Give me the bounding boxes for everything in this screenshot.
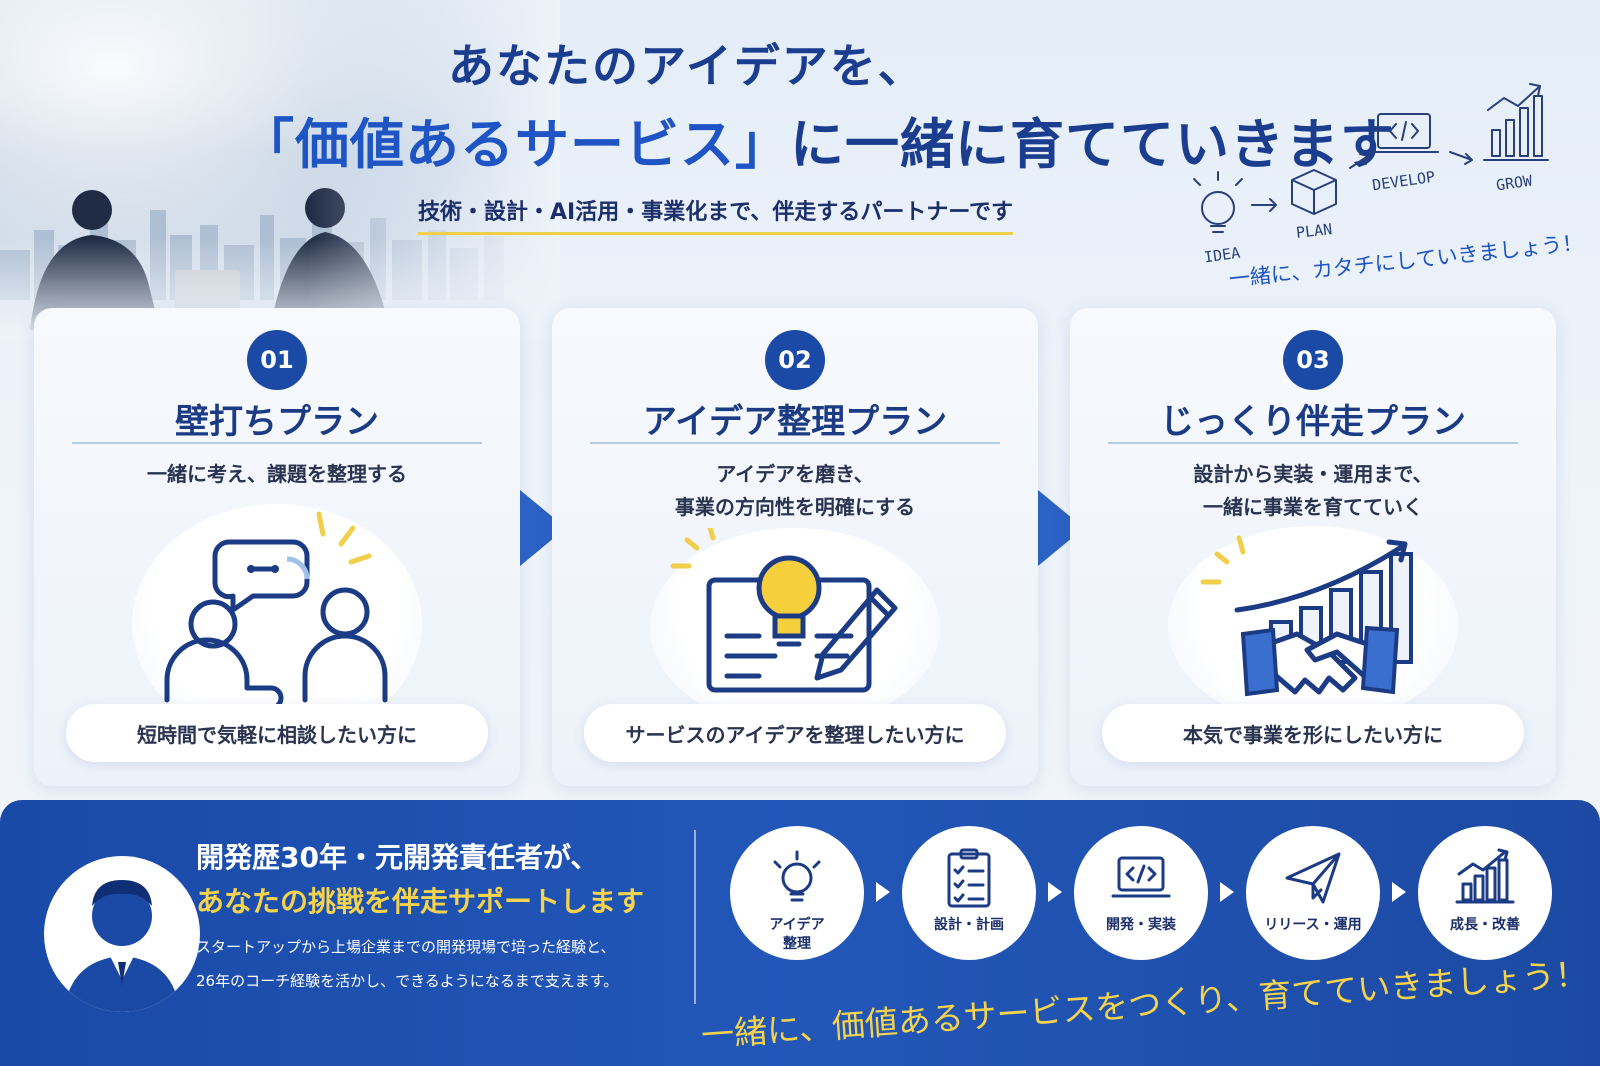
profile-headline: 開発歴30年・元開発責任者が、 — [196, 841, 599, 874]
process-step-release: リリース・運用 — [1246, 826, 1380, 960]
hero-photo — [0, 0, 560, 340]
profile-banner: 開発歴30年・元開発責任者が、 あなたの挑戦を伴走サポートします スタートアップ… — [0, 800, 1600, 1066]
checklist-icon — [947, 848, 991, 908]
flow-sketch — [1193, 83, 1549, 233]
vertical-divider — [694, 830, 696, 1004]
process-step-grow: 成長・改善 — [1418, 826, 1552, 960]
process-step-design: 設計・計画 — [902, 826, 1036, 960]
plan-target: 本気で事業を形にしたい方に — [1102, 704, 1524, 762]
sketch-label-plan: PLAN — [1295, 220, 1333, 242]
plan-description: 設計から実装・運用まで、 一緒に事業を育てていく — [1193, 462, 1433, 519]
lightbulb-document-icon — [670, 528, 898, 693]
process-step-idea: アイデア 整理 — [730, 826, 864, 960]
plan-number: 01 — [247, 330, 307, 390]
handshake-growth-icon — [1200, 535, 1413, 697]
plan-card-02: 02 アイデア整理プラン アイデアを磨き、 事業の方向性を明確にする サービスの… — [552, 308, 1038, 786]
plan-title: アイデア整理プラン — [642, 402, 948, 442]
headline-line-2: 「価値あるサービス」に一緒に育てていきます — [240, 100, 1395, 179]
profile-highlight: あなたの挑戦を伴走サポートします — [196, 885, 645, 918]
divider — [72, 442, 482, 444]
plan-description: アイデアを磨き、 事業の方向性を明確にする — [674, 462, 916, 519]
person-silhouette-icon — [64, 880, 180, 1012]
headline-accent: 「価値あるサービス」 — [240, 113, 790, 176]
plan-description: 一緒に考え、課題を整理する — [147, 462, 407, 486]
growth-illustration — [1163, 526, 1463, 766]
plan-card-01: 01 壁打ちプラン 一緒に考え、課題を整理する 短時間で気軽に相談したい方に — [34, 308, 520, 786]
plan-target: 短時間で気軽に相談したい方に — [66, 704, 488, 762]
divider — [1108, 442, 1518, 444]
subtitle: 技術・設計・AI活用・事業化まで、伴走するパートナーです — [418, 194, 1014, 235]
two-people-chat-icon — [164, 511, 388, 711]
profile-description: スタートアップから上場企業までの開発現場で培った経験と、 26年のコーチ経験を活… — [196, 938, 619, 990]
headline-rest: に一緒に育てていきます — [790, 113, 1395, 176]
chevron-right-icon — [1220, 882, 1234, 902]
divider — [590, 442, 1000, 444]
closing-message: 一緒に、価値あるサービスをつくり、育てていきましょう！ — [699, 954, 1590, 1055]
plan-number: 02 — [765, 330, 825, 390]
plan-number: 03 — [1283, 330, 1343, 390]
laptop-code-icon — [1111, 856, 1171, 898]
plan-title: じっくり伴走プラン — [1160, 402, 1466, 442]
chevron-right-icon — [876, 882, 890, 902]
plan-target: サービスのアイデアを整理したい方に — [584, 704, 1006, 762]
lightbulb-icon — [773, 850, 821, 902]
chevron-right-icon — [1048, 882, 1062, 902]
avatar — [44, 856, 200, 1012]
headline-line-1: あなたのアイデアを、 — [448, 39, 926, 93]
process-step-develop: 開発・実装 — [1074, 826, 1208, 960]
plan-card-03: 03 じっくり伴走プラン 設計から実装・運用まで、 一緒に事業を育てていく — [1070, 308, 1556, 786]
idea-illustration — [645, 528, 945, 768]
chevron-right-icon — [1392, 882, 1406, 902]
growth-chart-icon — [1455, 848, 1515, 904]
paper-plane-icon — [1285, 852, 1341, 904]
plan-title: 壁打ちプラン — [175, 402, 379, 442]
